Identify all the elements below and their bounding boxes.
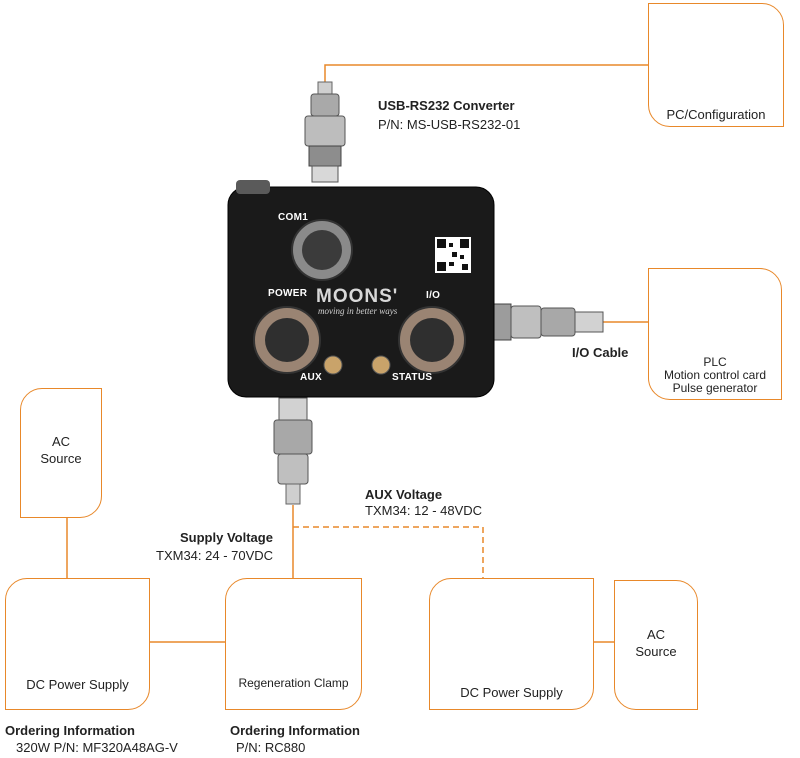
io-port-label: I/O — [426, 290, 441, 301]
ordering-left-title: Ordering Information — [5, 723, 135, 738]
ac-source-left-line2: Source — [40, 451, 82, 466]
ac-source-right-line1: AC — [646, 627, 666, 642]
brand-logo: MOONS' — [316, 286, 399, 307]
ac-source-right-line2: Source — [635, 644, 677, 659]
regen-clamp-label: Regeneration Clamp — [238, 676, 349, 690]
aux-voltage-line — [293, 526, 484, 578]
plc-label-1: PLC — [703, 355, 727, 369]
dc-supply-left-box: DC Power Supply — [5, 578, 150, 710]
brand-tagline: moving in better ways — [318, 306, 398, 316]
ac-source-right-box: AC Source — [614, 580, 698, 710]
ac-source-left-box: AC Source — [20, 388, 102, 518]
ordering-left-value: 320W P/N: MF320A48AG-V — [16, 740, 178, 755]
power-cable-connector — [273, 397, 313, 505]
supply-voltage-value: TXM34: 24 - 70VDC — [156, 548, 274, 563]
dc-supply-left-label: DC Power Supply — [26, 677, 129, 692]
plc-box: PLC Motion control card Pulse generator — [648, 268, 782, 400]
converter-title: USB-RS232 Converter — [378, 98, 515, 113]
io-cable-connector — [492, 303, 604, 341]
aux-port-label: AUX — [300, 372, 323, 383]
aux-voltage-title: AUX Voltage — [365, 487, 443, 502]
pc-config-label: PC/Configuration — [666, 107, 766, 122]
power-port-label: POWER — [268, 288, 308, 299]
dc-supply-right-label: DC Power Supply — [460, 685, 563, 700]
plc-label-3: Pulse generator — [672, 381, 758, 395]
io-cable-label: I/O Cable — [572, 345, 629, 360]
usb-rs232-connector — [304, 81, 346, 183]
converter-part-number: P/N: MS-USB-RS232-01 — [378, 117, 521, 132]
supply-voltage-title: Supply Voltage — [180, 530, 273, 545]
status-port-label: STATUS — [392, 372, 433, 383]
dc-supply-right-box: DC Power Supply — [429, 578, 594, 710]
pc-cable-line — [324, 64, 648, 83]
ac-source-left-line1: AC — [51, 434, 71, 449]
stepper-drive — [227, 180, 495, 398]
pc-config-box: PC/Configuration — [648, 3, 784, 127]
ordering-center-title: Ordering Information — [230, 723, 360, 738]
aux-voltage-value: TXM34: 12 - 48VDC — [365, 503, 483, 518]
com1-port-label: COM1 — [278, 212, 309, 223]
ordering-center-value: P/N: RC880 — [236, 740, 306, 755]
regen-clamp-box: Regeneration Clamp — [225, 578, 362, 710]
plc-label-2: Motion control card — [663, 368, 767, 382]
